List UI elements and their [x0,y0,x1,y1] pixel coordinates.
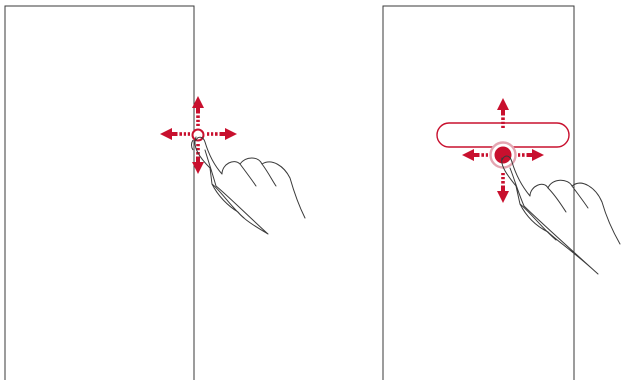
left-screen-outline [5,6,194,380]
right-panel [383,6,620,380]
hand-pointer-icon [192,137,306,234]
arrow-left [160,128,190,140]
touch-point [193,130,204,141]
left-panel [5,6,305,380]
arrow-right [207,128,237,140]
touch-point-active [491,143,516,168]
arrow-down [497,173,509,203]
arrow-left [462,149,492,161]
right-screen-outline [383,6,574,380]
hand-pointer-icon [502,156,620,274]
arrow-right [514,149,544,161]
